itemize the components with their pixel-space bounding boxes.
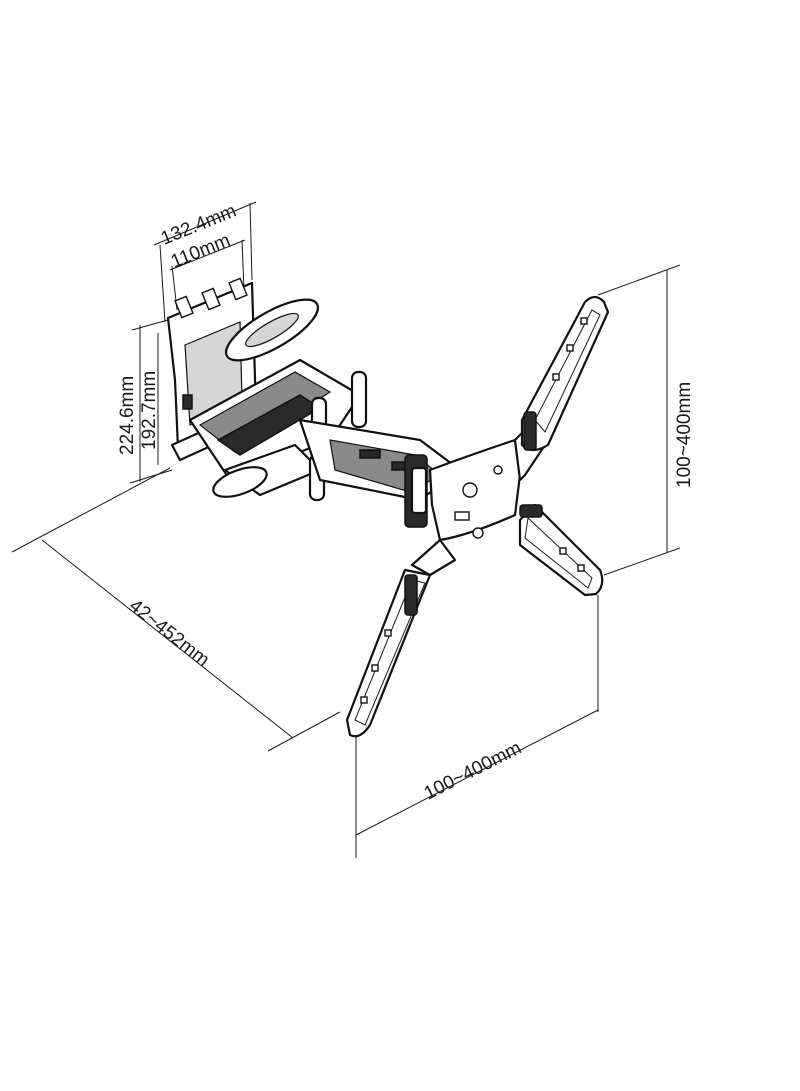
wall-plate-inner-label: 192.7mm [139,371,160,450]
wall-plate-height-label: 224.6mm [117,376,138,455]
vesa-arm-top [520,295,610,452]
vesa-arm-bottom [345,538,457,738]
vesa-arm-right [518,503,604,597]
extension-range-label: 42~452mm [125,595,213,670]
vesa-horizontal-label: 100~400mm [421,738,525,805]
dimension-lines [11,201,681,858]
vesa-vertical-label: 100~400mm [674,382,695,488]
